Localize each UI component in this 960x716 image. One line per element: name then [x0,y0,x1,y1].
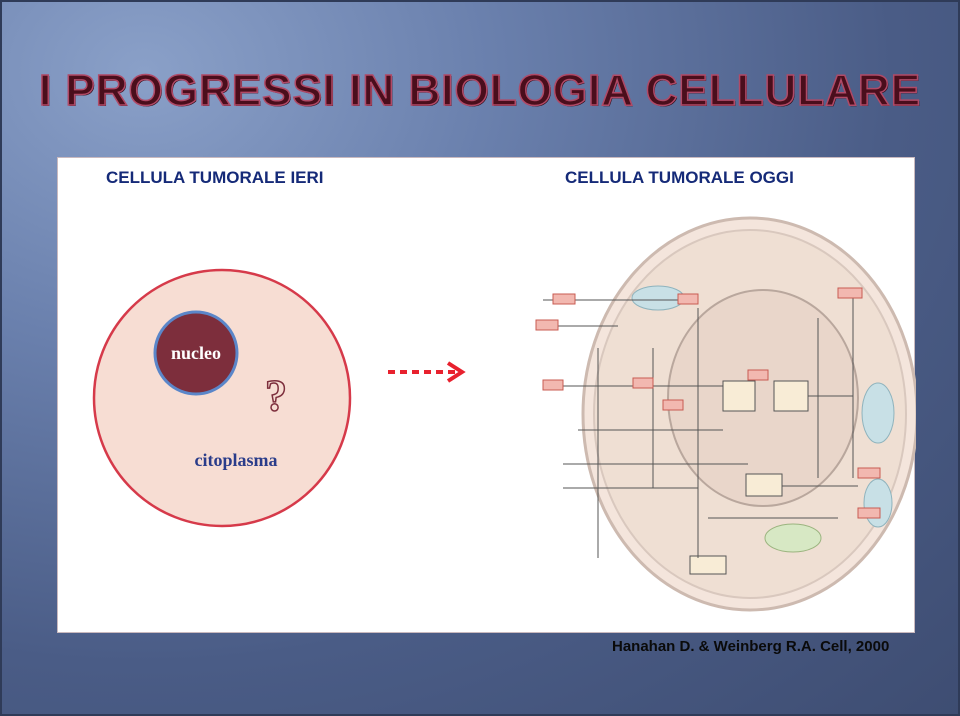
figure-panel: CELLULA TUMORALE IERI CELLULA TUMORALE O… [57,157,916,633]
cell-membrane [92,268,352,528]
heading-left: CELLULA TUMORALE IERI [106,168,324,187]
cytoplasm-label: citoplasma [195,450,278,470]
simple-cell-diagram: nucleo ? citoplasma [92,268,352,528]
figure-artwork: nucleo ? citoplasma [92,216,916,612]
transition-arrow [388,361,466,383]
heading-right: CELLULA TUMORALE OGGI [565,168,794,187]
slide-title: I PROGRESSI IN BIOLOGIA CELLULARE [38,65,922,116]
question-mark: ? [265,371,287,420]
citation: Hanahan D. & Weinberg R.A. Cell, 2000 [612,638,890,655]
nucleus [153,310,239,396]
signaling-cell-diagram [535,216,916,612]
nucleus-label: nucleo [171,343,221,363]
